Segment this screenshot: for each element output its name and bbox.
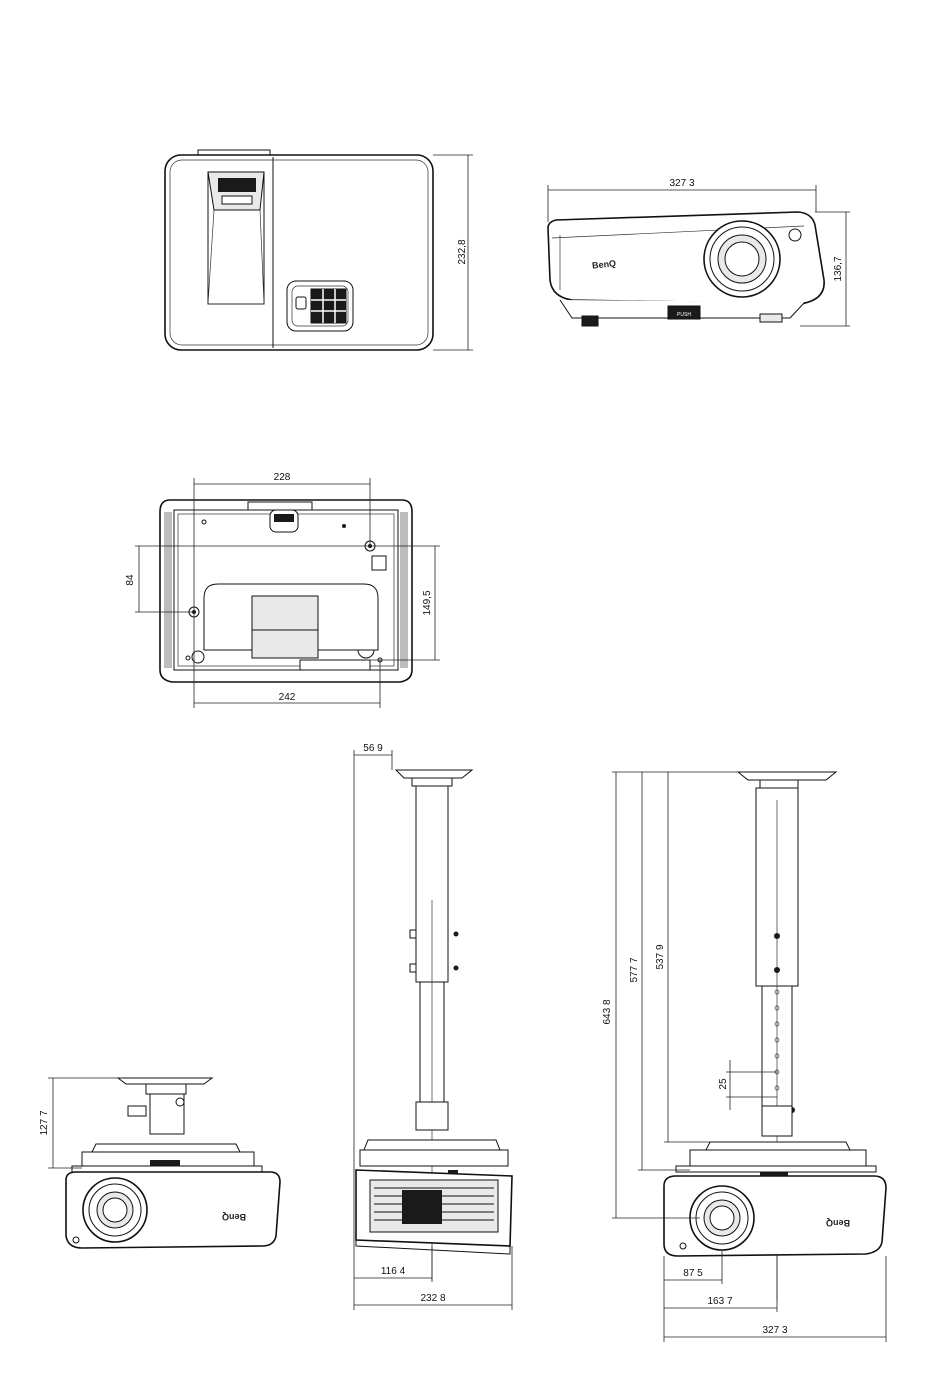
top-depth-label: 232,8: [457, 239, 468, 264]
mount-hole-pitch-label: 25: [718, 1078, 729, 1090]
mount-height-2-label: 577 7: [629, 957, 640, 982]
mount-side-half-depth-label: 116 4: [381, 1266, 406, 1277]
bottom-bottom-span-label: 242: [279, 692, 296, 703]
mount-front-brand: BenQ: [222, 1212, 246, 1222]
bottom-left-pitch-label: 84: [125, 574, 136, 586]
mount-width-label: 327 3: [762, 1325, 787, 1336]
bottom-view: 228 84 149,5 242: [125, 472, 440, 708]
mount-side-depth-label: 232 8: [420, 1293, 445, 1304]
bottom-top-span-label: 228: [274, 472, 291, 483]
front-height-label: 136,7: [833, 256, 844, 281]
mount-half-width-label: 163 7: [707, 1296, 732, 1307]
top-view: 232,8: [165, 150, 473, 350]
mount-extended-brand: BenQ: [826, 1218, 850, 1228]
mount-total-height-label: 643 8: [602, 999, 613, 1024]
front-width-label: 327 3: [669, 178, 694, 189]
mount-extended-view: BenQ 643 8 577 7 537 9 25 87 5 163 7 327…: [602, 772, 886, 1342]
mount-front-view: BenQ 127 7: [39, 1078, 280, 1248]
bottom-right-pitch-label: 149,5: [422, 590, 433, 615]
mount-height-3-label: 537 9: [655, 944, 666, 969]
mount-front-height-label: 127 7: [39, 1110, 50, 1135]
front-foot-label: PUSH: [677, 312, 691, 318]
mount-lens-offset-label: 87 5: [683, 1268, 703, 1279]
mount-side-offset-label: 56 9: [363, 743, 383, 754]
front-view: BenQ PUSH 327 3 136,7: [548, 178, 850, 326]
mount-side-view: 56 9 116 4 232 8: [354, 743, 512, 1310]
